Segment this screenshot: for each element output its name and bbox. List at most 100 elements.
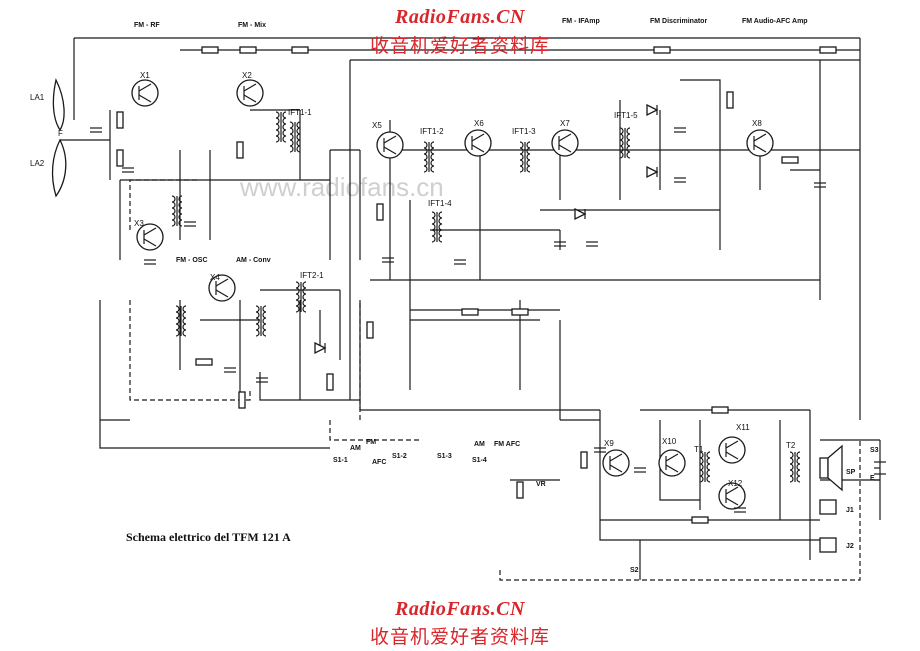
coil-winding — [262, 323, 267, 331]
diode-symbol — [574, 207, 587, 221]
transistor-symbol — [236, 79, 264, 107]
coil-winding — [626, 151, 631, 159]
speaker-label: SP — [846, 469, 856, 476]
transistor-label: X6 — [474, 119, 484, 128]
transistor-symbol — [718, 436, 746, 464]
coil-winding — [182, 311, 187, 319]
coil-winding — [262, 317, 267, 325]
resistor-symbol — [236, 141, 244, 159]
speaker-magnet — [819, 457, 829, 479]
transistor-label: X3 — [134, 219, 144, 228]
coil-winding — [182, 329, 187, 337]
stage-label-fm-osc: FM - OSC — [176, 257, 208, 264]
coil-winding — [526, 141, 531, 149]
transistor-symbol — [602, 449, 630, 477]
coil-winding — [175, 311, 180, 319]
coil-winding — [282, 129, 287, 137]
transistor-collector — [383, 135, 397, 144]
transistor-label: X9 — [604, 439, 614, 448]
coil-winding — [175, 323, 180, 331]
transistor-collector — [243, 83, 257, 92]
transistor-collector — [215, 278, 229, 287]
coil-winding — [171, 207, 176, 215]
transistor-emitter — [138, 94, 152, 103]
speaker-cone — [827, 444, 843, 492]
linkage-dashed-line — [129, 300, 251, 401]
linkage-dashed-line — [499, 440, 861, 581]
wire — [259, 372, 360, 401]
coil-winding — [423, 147, 428, 155]
wire — [659, 420, 700, 501]
transistor-emitter — [383, 146, 397, 155]
resistor-symbol — [116, 149, 124, 167]
antenna-rod — [52, 78, 65, 132]
coil-winding — [262, 311, 267, 319]
transistor-symbol — [131, 79, 159, 107]
wire — [599, 410, 820, 541]
coil-winding — [519, 159, 524, 167]
coil-winding — [519, 165, 524, 173]
transistor-label: X12 — [728, 479, 743, 488]
coil-winding — [255, 329, 260, 337]
coil-winding — [282, 123, 287, 131]
coil-winding — [796, 469, 801, 477]
transistor-label: X5 — [372, 121, 382, 130]
resistor-symbol — [711, 406, 729, 414]
coil-winding — [255, 311, 260, 319]
faint-watermark: www.radiofans.cn — [239, 172, 444, 202]
transistor-label: X4 — [210, 273, 220, 282]
transistor-symbol — [658, 449, 686, 477]
coil-winding — [255, 317, 260, 325]
switch-label-am-2: AM — [474, 441, 485, 448]
transistor-emitter — [558, 144, 572, 153]
coil-winding — [519, 141, 524, 149]
watermark-site-name-bottom: RadioFans.CN — [395, 598, 525, 620]
coil-winding — [526, 165, 531, 173]
coil-winding — [431, 223, 436, 231]
coil-winding — [796, 457, 801, 465]
coil-winding — [275, 129, 280, 137]
transistor-symbol — [376, 131, 404, 159]
coil-winding — [295, 287, 300, 295]
resistor-symbol — [326, 373, 334, 391]
coil-winding — [423, 165, 428, 173]
transformer-label: IFT1-2 — [420, 127, 444, 136]
coil-winding — [289, 127, 294, 135]
transistor-symbol — [551, 129, 579, 157]
resistor-symbol — [238, 391, 246, 409]
diode-symbol — [314, 341, 327, 355]
transistor-emitter — [665, 464, 679, 473]
transistor-label: X2 — [242, 71, 252, 80]
transistor-emitter — [243, 94, 257, 103]
coil-winding — [289, 121, 294, 129]
coil-winding — [275, 111, 280, 119]
coil-winding — [706, 457, 711, 465]
transformer-label: T2 — [786, 441, 796, 450]
coil-winding — [431, 229, 436, 237]
coil-winding — [302, 299, 307, 307]
coil-winding — [796, 475, 801, 483]
resistor-symbol — [726, 91, 734, 109]
coil-winding — [430, 141, 435, 149]
switch-label-s3: S3 — [870, 447, 879, 454]
coil-winding — [302, 287, 307, 295]
transistor-collector — [558, 133, 572, 142]
switch-label-s1-3: S1-3 — [437, 453, 452, 460]
resistor-symbol — [239, 46, 257, 54]
resistor-symbol — [516, 481, 524, 499]
resistor-symbol — [781, 156, 799, 164]
transistor-collector — [143, 227, 157, 236]
coil-winding — [438, 229, 443, 237]
coil-winding — [255, 323, 260, 331]
coil-winding — [295, 293, 300, 301]
diode-symbol — [646, 165, 659, 179]
transistor-label: X10 — [662, 437, 677, 446]
coil-winding — [275, 117, 280, 125]
coil-winding — [789, 451, 794, 459]
transistor-emitter — [143, 238, 157, 247]
coil-winding — [175, 305, 180, 313]
stage-label-am-conv: AM - Conv — [236, 257, 271, 264]
transistor-emitter — [215, 289, 229, 298]
coil-winding — [423, 153, 428, 161]
transistor-emitter — [753, 144, 767, 153]
